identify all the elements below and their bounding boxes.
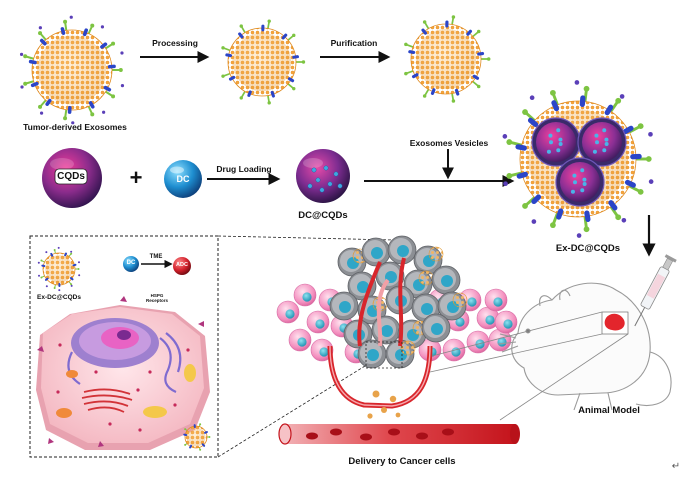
dc-cqds-sphere-icon xyxy=(296,149,350,203)
zoom-line-top xyxy=(218,236,395,240)
tumor-cell-cluster xyxy=(277,236,517,368)
purified-exosome-icon xyxy=(404,15,490,103)
inset-ex-dc-cqds-label: Ex-DC@CQDs xyxy=(37,294,81,301)
tumor-exosomes-label: Tumor-derived Exosomes xyxy=(23,122,127,132)
return-mark: ↵ xyxy=(672,461,680,472)
delivery-label: Delivery to Cancer cells xyxy=(348,456,455,467)
tumor-site-marker xyxy=(602,312,628,334)
cqds-label: CQDs xyxy=(57,171,85,182)
hspg-receptors-label: HSPG Receptors xyxy=(144,293,170,303)
inset-dc-label: DC xyxy=(127,260,136,266)
drug-loading-label: Drug Loading xyxy=(216,164,271,174)
processing-label: Processing xyxy=(152,38,198,48)
ex-dc-cqds-label: Ex-DC@CQDs xyxy=(556,243,620,254)
adc-label: ADC xyxy=(176,262,188,268)
ex-dc-cqds-large-icon xyxy=(503,80,654,238)
tumor-exosome-icon xyxy=(20,16,124,125)
dc-cqds-label: DC@CQDs xyxy=(298,210,347,221)
processed-exosome-icon xyxy=(221,19,305,104)
plus-sign: + xyxy=(130,165,143,191)
purification-label: Purification xyxy=(331,38,378,48)
animal-model-label: Animal Model xyxy=(578,405,640,416)
dc-label: DC xyxy=(177,174,190,184)
tme-label: TME xyxy=(150,254,163,260)
exosome-vesicles-label: Exosomes Vesicles xyxy=(410,138,488,148)
